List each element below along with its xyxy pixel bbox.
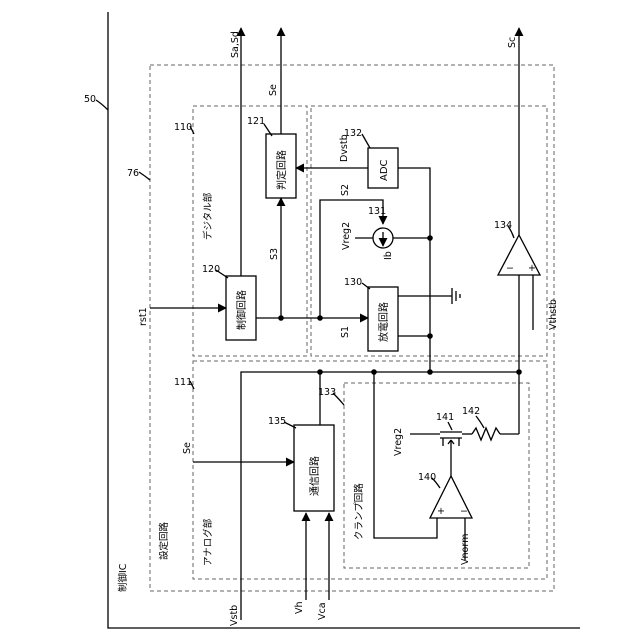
- opamp-140-minus: −: [460, 506, 468, 517]
- junction-clamp: [371, 369, 377, 375]
- ic-title: 制御IC: [117, 563, 129, 592]
- analog-section-frame: [193, 361, 547, 579]
- label-vreg2-b: Vreg2: [393, 428, 404, 456]
- ref-133: 133: [318, 387, 336, 398]
- label-s3: S3: [269, 248, 280, 260]
- label-sc: Sc: [507, 37, 518, 48]
- leader-132: [362, 134, 370, 148]
- junction-discharge: [427, 333, 433, 339]
- ref-121: 121: [247, 116, 265, 127]
- clamp-circuit-frame: [344, 383, 529, 568]
- junction-comparator: [516, 369, 522, 375]
- opamp-140-plus: +: [437, 506, 445, 517]
- ref-110: 110: [174, 122, 192, 133]
- settings-title: 設定回路: [158, 521, 170, 560]
- leader-141: [448, 422, 452, 430]
- label-se-top: Se: [268, 84, 279, 96]
- ref-50: 50: [84, 94, 96, 105]
- wire-adc-node: [398, 168, 430, 372]
- transistor-body: [443, 438, 459, 448]
- comparator-134-plus: +: [528, 263, 536, 274]
- junction-ib: [427, 235, 433, 241]
- label-ib: Ib: [383, 251, 394, 260]
- ref-76: 76: [127, 168, 139, 179]
- junction-s3: [278, 315, 284, 321]
- digital-title: デジタル部: [202, 193, 214, 240]
- leader-76: [139, 172, 150, 180]
- label-vstb: Vstb: [229, 605, 240, 626]
- adc-label: ADC: [379, 159, 390, 181]
- label-sasd: Sa,Sd: [230, 31, 241, 58]
- ref-111: 111: [174, 377, 192, 388]
- label-s1: S1: [340, 326, 351, 338]
- label-vca: Vca: [317, 602, 328, 620]
- leader-50: [96, 100, 108, 110]
- ref-142: 142: [462, 406, 480, 417]
- label-rst1: rst1: [138, 307, 149, 326]
- communication-circuit-label: 通信回路: [308, 456, 321, 496]
- leader-142: [476, 416, 484, 428]
- settings-circuit-frame: [150, 65, 554, 591]
- ref-140: 140: [418, 472, 436, 483]
- analog-title: アナログ部: [202, 519, 214, 566]
- comparator-134-minus: −: [506, 263, 514, 274]
- ref-141: 141: [436, 412, 454, 423]
- label-vreg2-a: Vreg2: [341, 222, 352, 250]
- ref-135: 135: [268, 416, 286, 427]
- label-vthstb: Vthstb: [548, 299, 559, 330]
- resistor-142: [472, 428, 500, 440]
- label-s2: S2: [340, 184, 351, 196]
- leader-130: [362, 283, 370, 289]
- ref-120: 120: [202, 264, 220, 275]
- label-se-left: Se: [182, 442, 193, 454]
- label-dvstb: Dvstb: [339, 134, 350, 162]
- wire-clamp-feedback: [374, 372, 437, 538]
- ground-icon: [452, 288, 460, 304]
- leader-133: [333, 393, 344, 405]
- judgment-circuit-label: 判定回路: [275, 150, 288, 190]
- clamp-title: クランプ回路: [353, 483, 365, 540]
- control-circuit-label: 制御回路: [235, 290, 248, 330]
- discharge-circuit-label: 放電回路: [377, 302, 390, 342]
- label-vh: Vh: [294, 601, 305, 614]
- ic-frame: [108, 12, 580, 628]
- ref-130: 130: [344, 277, 362, 288]
